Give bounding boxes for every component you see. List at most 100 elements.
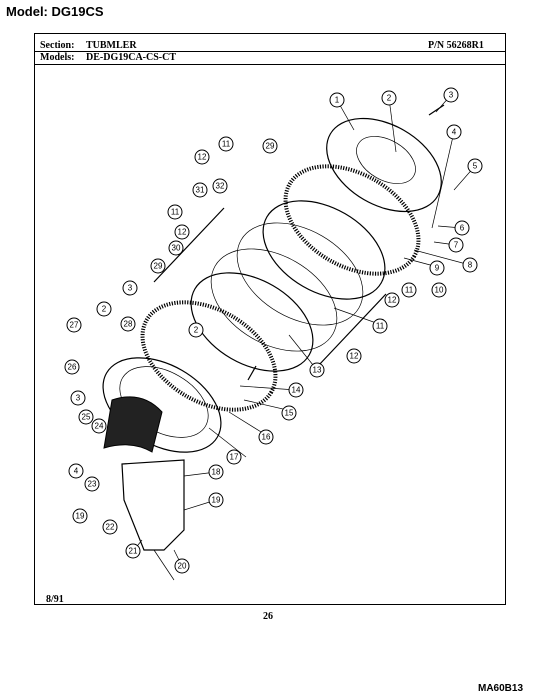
callout-2-b: 2 bbox=[96, 301, 112, 317]
callout-19-b: 19 bbox=[72, 508, 88, 524]
rear-gasket-part bbox=[283, 164, 421, 276]
bearing-housing-part bbox=[356, 136, 416, 184]
callout-28: 28 bbox=[120, 316, 136, 332]
callout-17: 17 bbox=[226, 449, 242, 465]
drum-front-rim bbox=[190, 272, 314, 372]
callout-3: 3 bbox=[443, 87, 459, 103]
exhaust-duct-part bbox=[121, 459, 185, 551]
callout-31: 31 bbox=[192, 182, 208, 198]
svg-text:30: 30 bbox=[172, 244, 181, 253]
callout-26: 26 bbox=[64, 359, 80, 375]
diagram-frame bbox=[34, 33, 506, 605]
callout-3-b: 3 bbox=[122, 280, 138, 296]
parts-drawing bbox=[102, 104, 445, 581]
callout-16: 16 bbox=[258, 429, 274, 445]
front-gasket-part bbox=[140, 300, 278, 412]
callout-23: 23 bbox=[84, 476, 100, 492]
svg-text:13: 13 bbox=[313, 366, 322, 375]
svg-text:4: 4 bbox=[452, 128, 457, 137]
svg-text:29: 29 bbox=[266, 142, 275, 151]
screw-2-part bbox=[247, 365, 257, 381]
svg-text:5: 5 bbox=[473, 162, 478, 171]
callout-2: 2 bbox=[381, 90, 397, 106]
svg-text:3: 3 bbox=[128, 284, 133, 293]
svg-text:11: 11 bbox=[171, 208, 180, 217]
part-number: P/N 56268R1 bbox=[428, 40, 484, 51]
callout-8: 8 bbox=[462, 257, 478, 273]
callout-11-c: 11 bbox=[167, 204, 183, 220]
callout-32: 32 bbox=[212, 178, 228, 194]
revision-date: 8/91 bbox=[46, 594, 64, 605]
svg-text:12: 12 bbox=[178, 228, 187, 237]
leader-lines bbox=[133, 94, 476, 567]
drive-belt-part bbox=[236, 222, 364, 326]
svg-text:2: 2 bbox=[194, 326, 199, 335]
front-bulkhead-part bbox=[102, 357, 222, 453]
svg-text:22: 22 bbox=[106, 523, 115, 532]
svg-text:12: 12 bbox=[198, 153, 207, 162]
callout-12-b: 12 bbox=[194, 149, 210, 165]
callout-25: 25 bbox=[78, 409, 94, 425]
svg-text:7: 7 bbox=[454, 241, 459, 250]
page-number: 26 bbox=[263, 611, 273, 622]
svg-text:6: 6 bbox=[460, 224, 465, 233]
callout-2-c: 2 bbox=[188, 322, 204, 338]
drum-rear-rim bbox=[262, 200, 386, 300]
callout-9: 9 bbox=[429, 260, 445, 276]
svg-text:31: 31 bbox=[196, 186, 205, 195]
models-divider bbox=[34, 64, 506, 65]
callout-12-a: 12 bbox=[384, 292, 400, 308]
svg-text:32: 32 bbox=[216, 182, 225, 191]
header-divider bbox=[34, 51, 506, 52]
model-title: Model: DG19CS bbox=[6, 4, 104, 19]
svg-text:2: 2 bbox=[102, 305, 107, 314]
callout-20: 20 bbox=[174, 558, 190, 574]
callout-14: 14 bbox=[288, 382, 304, 398]
callout-10: 10 bbox=[431, 282, 447, 298]
callout-29-b: 29 bbox=[150, 258, 166, 274]
svg-text:19: 19 bbox=[76, 512, 85, 521]
svg-text:3: 3 bbox=[76, 394, 81, 403]
svg-text:18: 18 bbox=[212, 468, 221, 477]
svg-text:14: 14 bbox=[292, 386, 301, 395]
svg-text:20: 20 bbox=[178, 562, 187, 571]
callout-1: 1 bbox=[329, 92, 345, 108]
svg-text:11: 11 bbox=[222, 140, 231, 149]
svg-text:8: 8 bbox=[468, 261, 473, 270]
callout-18: 18 bbox=[208, 464, 224, 480]
rear-bulkhead-part bbox=[326, 117, 442, 213]
svg-text:9: 9 bbox=[435, 264, 440, 273]
callout-11-a: 11 bbox=[401, 282, 417, 298]
svg-text:1: 1 bbox=[335, 96, 340, 105]
screw-3-part bbox=[428, 104, 445, 116]
drum-seam bbox=[210, 248, 338, 352]
svg-text:2: 2 bbox=[387, 94, 392, 103]
svg-text:11: 11 bbox=[405, 286, 414, 295]
callout-12-d: 12 bbox=[346, 348, 362, 364]
svg-text:17: 17 bbox=[230, 453, 239, 462]
svg-text:27: 27 bbox=[70, 321, 79, 330]
svg-text:12: 12 bbox=[388, 296, 397, 305]
callout-21: 21 bbox=[125, 543, 141, 559]
callout-30: 30 bbox=[168, 240, 184, 256]
callout-5: 5 bbox=[467, 158, 483, 174]
svg-text:24: 24 bbox=[95, 422, 104, 431]
models-value: DE-DG19CA-CS-CT bbox=[86, 52, 176, 63]
section-value: TUBMLER bbox=[86, 40, 137, 51]
callout-13: 13 bbox=[309, 362, 325, 378]
callout-22: 22 bbox=[102, 519, 118, 535]
callout-3-c: 3 bbox=[70, 390, 86, 406]
callout-19-a: 19 bbox=[208, 492, 224, 508]
callout-29-a: 29 bbox=[262, 138, 278, 154]
svg-text:4: 4 bbox=[74, 467, 79, 476]
svg-text:16: 16 bbox=[262, 433, 271, 442]
callout-11-d: 11 bbox=[372, 318, 388, 334]
callout-markers: 1 2 3 4 5 6 7 8 9 10 11 12 11 12 11 12 1… bbox=[64, 87, 483, 574]
svg-text:21: 21 bbox=[129, 547, 138, 556]
svg-text:10: 10 bbox=[435, 286, 444, 295]
callout-6: 6 bbox=[454, 220, 470, 236]
svg-text:19: 19 bbox=[212, 496, 221, 505]
document-code: MA60B13 bbox=[478, 683, 524, 694]
callout-24: 24 bbox=[91, 418, 107, 434]
callout-15: 15 bbox=[281, 405, 297, 421]
